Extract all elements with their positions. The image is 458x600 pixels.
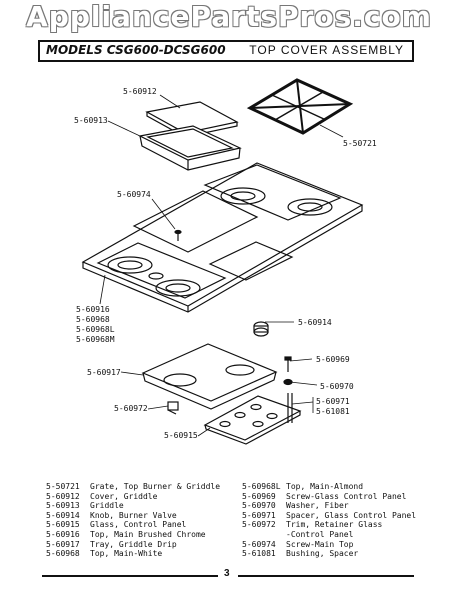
glass-spacer xyxy=(287,393,293,423)
callout-5-61081: 5-61081 xyxy=(316,407,350,416)
griddle-drip-tray xyxy=(141,343,278,410)
leader-lines xyxy=(99,94,344,437)
callout-5-60968L: 5-60968L xyxy=(76,325,115,334)
panel-screw xyxy=(284,356,292,372)
callout-5-60917: 5-60917 xyxy=(87,368,121,377)
callout-5-60970: 5-60970 xyxy=(320,382,354,391)
page-number: 3 xyxy=(224,568,230,579)
callout-5-60972: 5-60972 xyxy=(114,404,148,413)
watermark: AppliancePartsPros.com xyxy=(26,0,432,33)
callout-5-60916: 5-60916 xyxy=(76,305,110,314)
legend-row: -Control Panel xyxy=(286,529,354,539)
exploded-diagram: 5-60912 5-60913 5-50721 5-60974 5-60916 … xyxy=(74,78,377,445)
burner-grate xyxy=(246,78,354,135)
burner-knob xyxy=(253,321,269,337)
callout-5-60974: 5-60974 xyxy=(117,190,151,199)
footer-rule-right xyxy=(238,575,414,577)
header-box: MODELS CSG600-DCSG600 TOP COVER ASSEMBLY xyxy=(38,40,414,62)
callout-5-60914: 5-60914 xyxy=(298,318,332,327)
retainer-trim xyxy=(167,401,179,415)
callout-5-60968: 5-60968 xyxy=(76,315,110,324)
callout-5-60913: 5-60913 xyxy=(74,116,108,125)
griddle xyxy=(138,125,242,171)
callout-5-60968M: 5-60968M xyxy=(76,335,115,344)
callout-5-60969: 5-60969 xyxy=(316,355,350,364)
assembly-title: TOP COVER ASSEMBLY xyxy=(249,43,404,57)
footer-rule-left xyxy=(42,575,218,577)
callout-5-60912: 5-60912 xyxy=(123,87,157,96)
control-panel-glass xyxy=(203,395,302,445)
main-top-screw xyxy=(174,229,182,241)
callout-5-60915: 5-60915 xyxy=(164,431,198,440)
callout-5-60971: 5-60971 xyxy=(316,397,350,406)
models-label: MODELS CSG600-DCSG600 xyxy=(46,43,226,57)
callout-5-50721: 5-50721 xyxy=(343,139,377,148)
main-top xyxy=(81,162,364,313)
